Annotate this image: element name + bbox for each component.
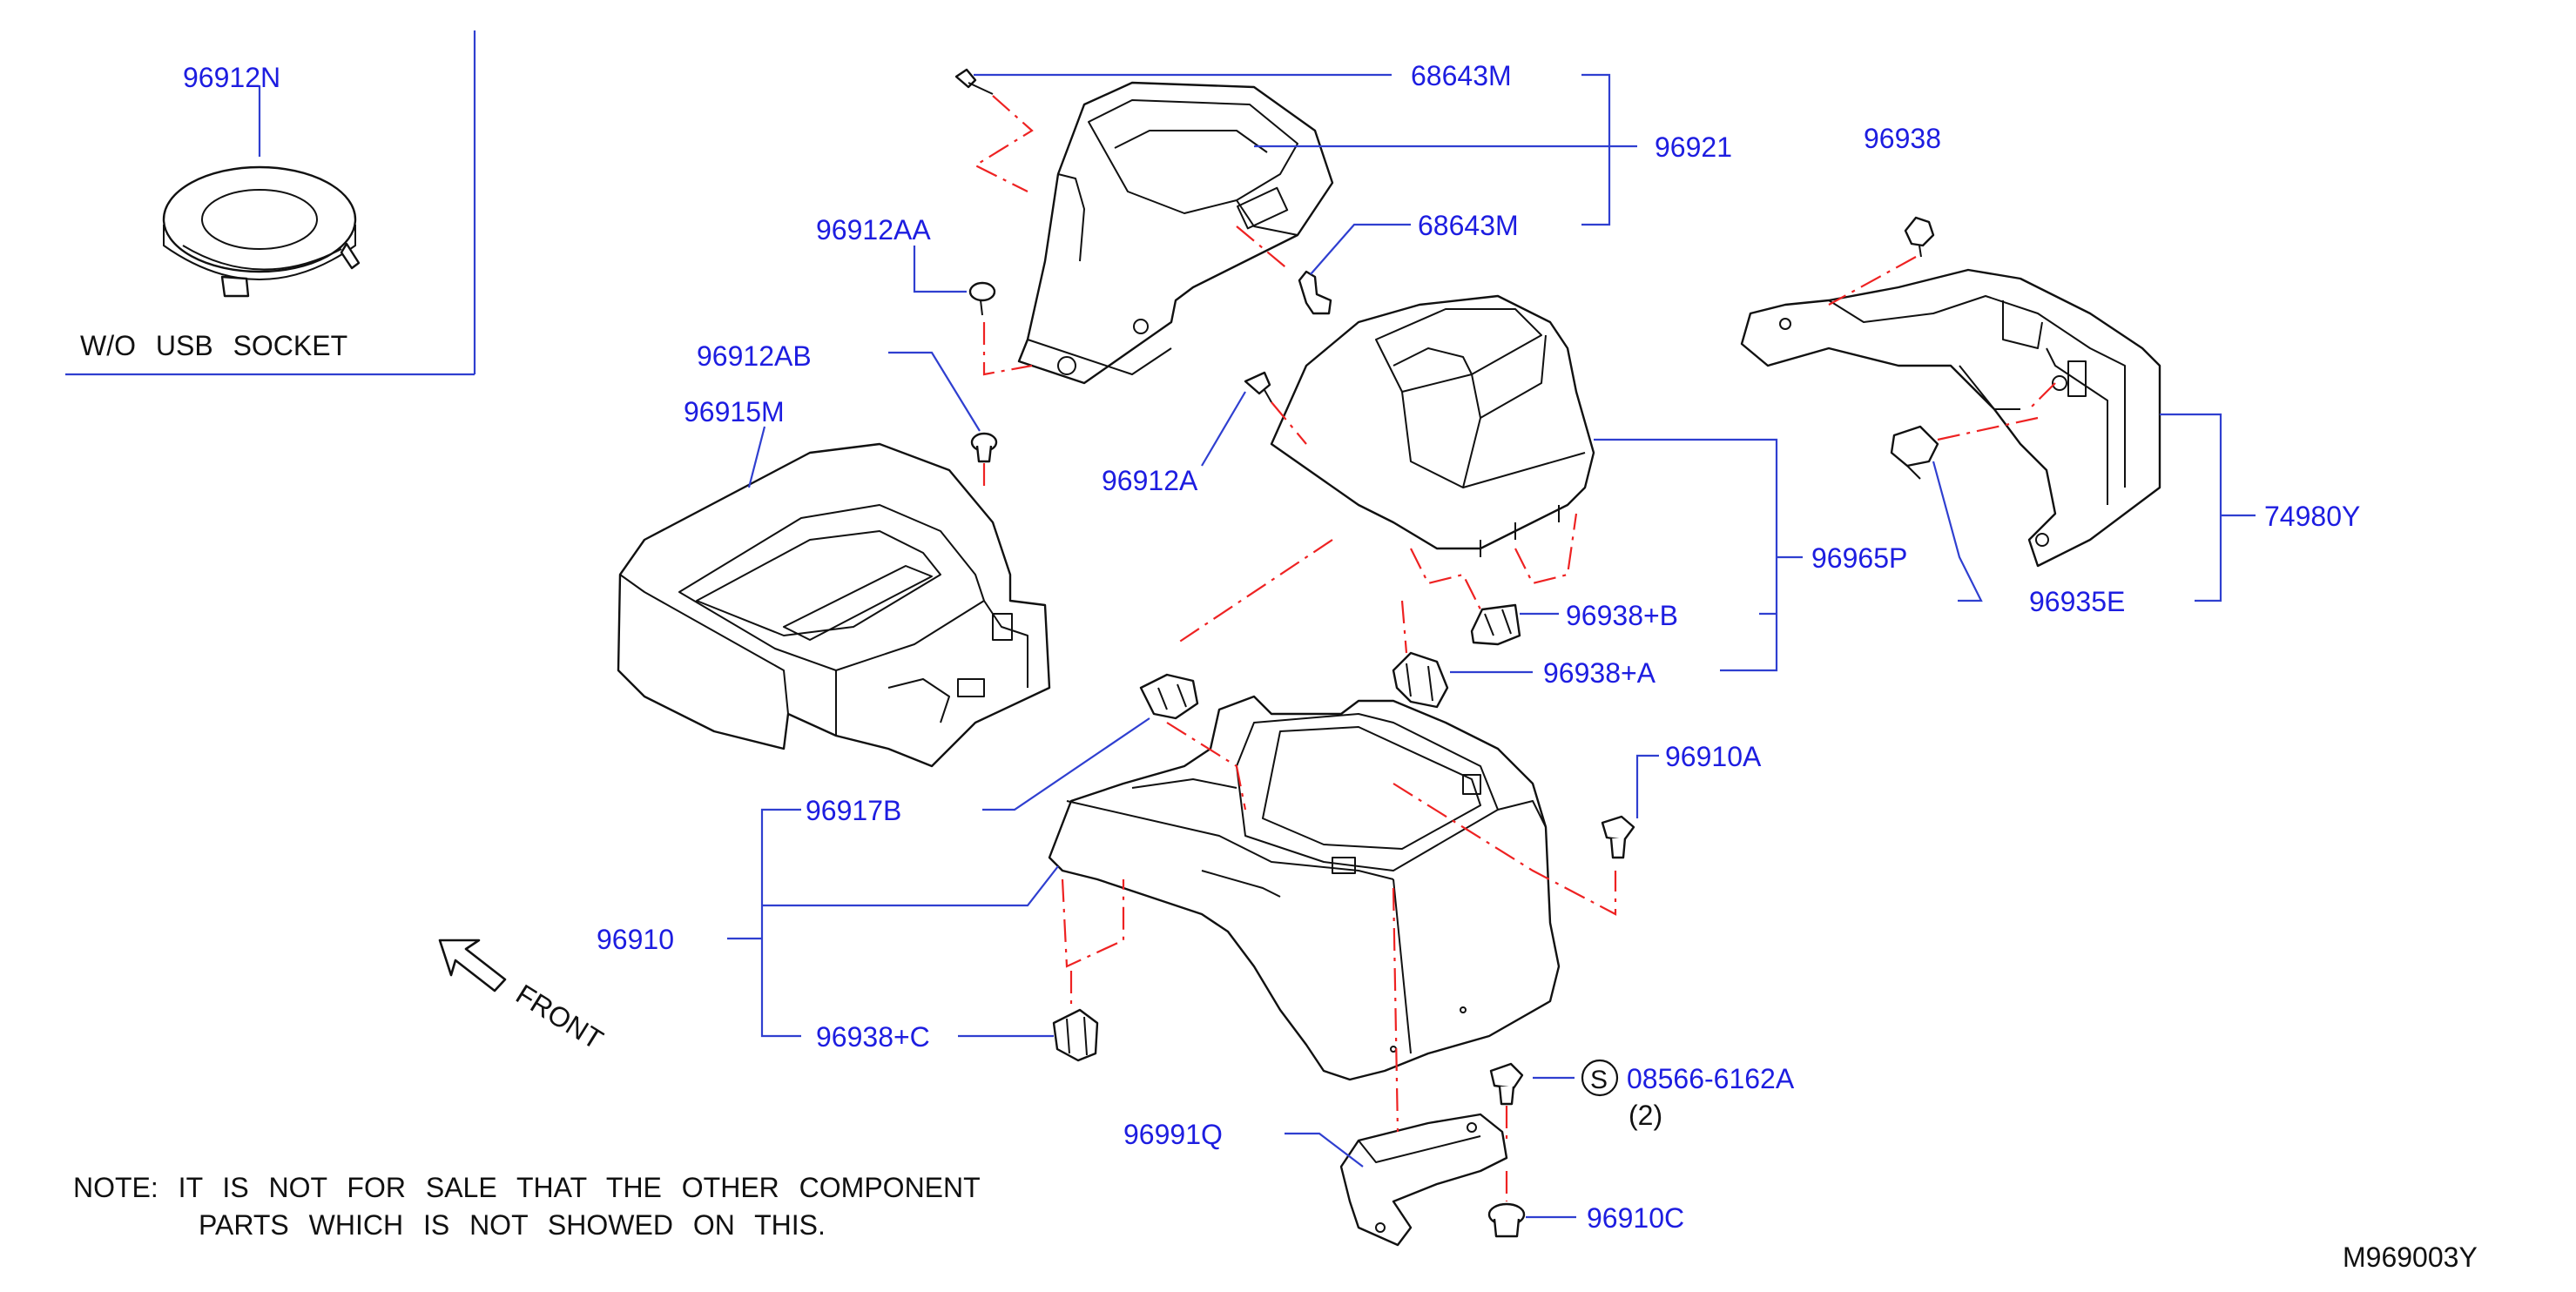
quantity-label: (2) [1629, 1100, 1662, 1131]
part-label-96915M: 96915M [684, 396, 785, 427]
note-line-2: PARTS WHICH IS NOT SHOWED ON THIS. [199, 1209, 826, 1241]
clip-96938C-drawing [1052, 1008, 1099, 1062]
part-96965P-drawing [1270, 294, 1595, 557]
part-96921-drawing [1017, 81, 1334, 385]
part-label-96938-C: 96938+C [816, 1021, 930, 1053]
part-label-96938: 96938 [1864, 123, 1941, 154]
part-label-96912AB: 96912AB [697, 340, 812, 372]
part-label-96965P: 96965P [1811, 542, 1907, 574]
screw-96912AB [970, 432, 998, 463]
screw-08566-drawing [1489, 1062, 1524, 1106]
part-label-96912A: 96912A [1102, 465, 1198, 496]
clip-96910C-drawing [1487, 1202, 1526, 1238]
screw-96912AA [968, 281, 996, 316]
part-96910-drawing [1048, 695, 1561, 1081]
clip-96935E-drawing [1890, 425, 1939, 480]
diagram-id: M969003Y [2343, 1242, 2478, 1273]
part-label-96910C: 96910C [1587, 1202, 1684, 1234]
screw-96912A [1244, 371, 1272, 403]
part-label-96935E: 96935E [2029, 586, 2125, 617]
part-96915M-drawing [617, 442, 1051, 768]
assembly-lines [973, 95, 2056, 1201]
part-label-96917B: 96917B [806, 795, 901, 826]
part-label-74980Y: 74980Y [2264, 501, 2360, 532]
part-label-96938-A: 96938+A [1543, 657, 1656, 689]
screw-68643M-mid [1298, 270, 1332, 315]
part-label-96921: 96921 [1655, 131, 1732, 163]
part-74980Y-drawing [1740, 268, 2161, 568]
usb-socket-note: W/O USB SOCKET [80, 330, 347, 361]
s-symbol: S [1581, 1059, 1619, 1097]
part-label-08566-6162A: 08566-6162A [1627, 1063, 1795, 1094]
part-label-96991Q: 96991Q [1123, 1119, 1223, 1150]
note-line-1: NOTE: IT IS NOT FOR SALE THAT THE OTHER … [73, 1172, 981, 1203]
leader-lines [727, 73, 2256, 1219]
part-label-96910A: 96910A [1665, 741, 1762, 772]
clip-96938-drawing [1904, 216, 1935, 258]
front-arrow: FRONT [438, 939, 609, 1055]
cap-96912N-drawing [162, 165, 361, 298]
part-label-96910: 96910 [597, 924, 674, 955]
part-labels: 68643M 96921 96938 96912AA 68643M 96912A… [597, 60, 2360, 1234]
part-label-96938-B: 96938+B [1566, 600, 1678, 631]
bracket-96991Q-drawing [1339, 1113, 1508, 1247]
part-label-68643M-mid: 68643M [1418, 210, 1519, 241]
part-label-68643M-top: 68643M [1411, 60, 1512, 91]
front-label: FRONT [510, 978, 609, 1055]
part-label-96912N: 96912N [183, 62, 280, 93]
screw-96910A-drawing [1601, 815, 1635, 859]
usb-inset: 96912N W/O USB SOCKET [65, 30, 476, 376]
screw-68643M-top [954, 68, 994, 95]
s-symbol-letter: S [1590, 1066, 1608, 1094]
part-label-96912AA: 96912AA [816, 214, 931, 246]
clip-96938A-drawing [1392, 651, 1449, 709]
footer-note: NOTE: IT IS NOT FOR SALE THAT THE OTHER … [73, 1172, 2478, 1273]
clip-96917B-drawing [1139, 673, 1199, 720]
clip-96938B-drawing [1470, 603, 1521, 646]
